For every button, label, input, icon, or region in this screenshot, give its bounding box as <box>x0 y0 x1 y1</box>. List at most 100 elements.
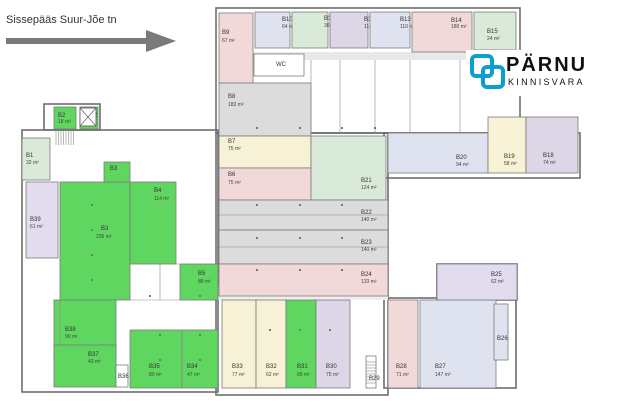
room-label: B35 <box>149 364 160 370</box>
room-wc[interactable]: WC <box>253 53 305 77</box>
room-area: 133 m² <box>361 279 377 285</box>
room-shape <box>218 263 389 297</box>
stairwell-icon <box>55 131 376 384</box>
room-area: 67 m² <box>222 38 235 44</box>
room-shape <box>53 344 117 388</box>
room-b31[interactable]: B31 65 m² <box>285 299 317 389</box>
room-label: B30 <box>326 364 337 370</box>
room-area: 236 m² <box>96 234 112 240</box>
room-area: 65 m² <box>297 372 310 378</box>
logo-wordmark: PÄRNU <box>506 54 588 76</box>
room-shape <box>525 116 579 174</box>
room-label: WC <box>276 62 287 68</box>
room-label: B5 <box>198 271 206 277</box>
room-shape <box>315 299 351 389</box>
room-b9[interactable]: B9 67 m² <box>218 12 254 84</box>
room-area: 180 m² <box>451 24 467 30</box>
room-label: B18 <box>543 153 554 159</box>
room-shape <box>103 161 131 183</box>
room-label: B2 <box>58 113 66 119</box>
room-shape <box>253 53 305 77</box>
room-b35[interactable]: B35 80 m² <box>129 329 183 389</box>
room-shape <box>310 135 387 201</box>
room-shape <box>129 181 177 265</box>
brand-logo: PÄRNU KINNISVARA <box>466 50 636 96</box>
room-label: B23 <box>361 240 372 246</box>
room-label: B25 <box>491 272 502 278</box>
room-area: 47 m² <box>187 372 200 378</box>
room-shape <box>59 181 131 301</box>
room-area: 110 m² <box>400 24 416 30</box>
entrance-street-label: Sissepääs Suur-Jõe tn <box>6 14 117 26</box>
room-label: B21 <box>361 178 372 184</box>
room-area: 94 m² <box>456 162 469 168</box>
room-b29[interactable]: B29 <box>365 355 380 389</box>
room-shape <box>218 12 254 84</box>
room-area: 90 m² <box>65 334 78 340</box>
room-label: B34 <box>187 364 198 370</box>
room-label: B31 <box>297 364 308 370</box>
room-b3[interactable]: B3 <box>103 161 131 183</box>
room-label: B11 <box>324 16 335 22</box>
room-label: B9 <box>222 30 230 36</box>
room-area: 61 m² <box>30 224 43 230</box>
room-area: 114 m² <box>154 196 170 202</box>
logo-mark-icon <box>470 54 505 89</box>
room-label: B26 <box>497 336 508 342</box>
room-label: B7 <box>228 139 236 145</box>
room-label: B15 <box>487 29 498 35</box>
room-shape <box>369 11 411 49</box>
room-label: B33 <box>232 364 243 370</box>
room-b26[interactable]: B26 <box>493 303 509 361</box>
room-label: B3 <box>110 166 118 172</box>
room-area: 74 m² <box>543 160 556 166</box>
room-area: 124 m² <box>361 185 377 191</box>
room-label: B32 <box>266 364 277 370</box>
room-area: 32 m² <box>26 160 39 166</box>
room-shape <box>129 329 183 389</box>
room-b36[interactable]: B36 <box>115 364 129 388</box>
room-shape <box>365 355 377 389</box>
room-label: B29 <box>369 376 380 382</box>
room-label: B20 <box>456 155 467 161</box>
room-shape <box>254 11 291 49</box>
room-shape <box>181 329 219 389</box>
room-shape <box>419 299 497 389</box>
room-b3[interactable]: B3 236 m² <box>59 181 131 301</box>
room-b34[interactable]: B34 47 m² <box>181 329 219 389</box>
room-label: B24 <box>361 272 372 278</box>
room-area: 80 m² <box>149 372 162 378</box>
room-shape <box>115 364 129 388</box>
room-label: B10 <box>282 17 293 23</box>
room-shape <box>473 11 517 51</box>
room-shape <box>387 299 419 389</box>
room-area: 64 m² <box>282 24 295 30</box>
room-shape <box>218 82 312 137</box>
room-label: B3 <box>101 226 109 232</box>
